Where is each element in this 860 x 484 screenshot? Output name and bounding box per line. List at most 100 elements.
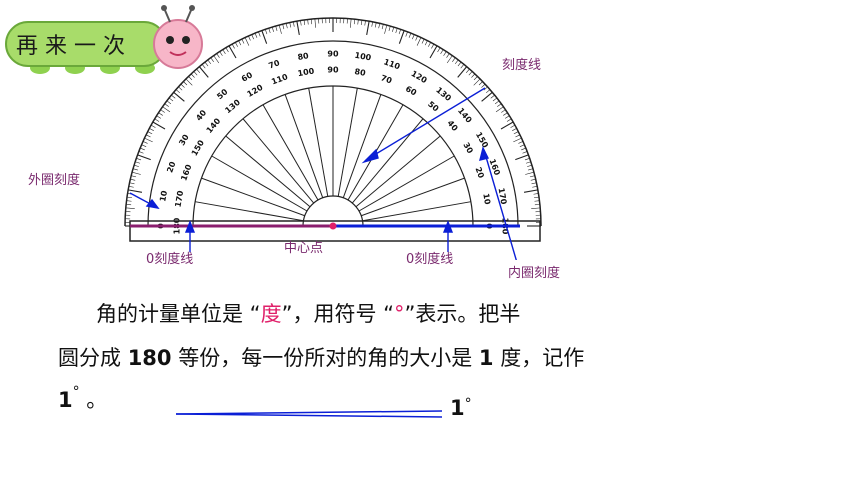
tick-mark	[533, 193, 539, 195]
tick-mark	[285, 23, 288, 29]
tick-mark	[371, 21, 373, 27]
tick-mark	[134, 164, 139, 167]
tick-mark	[198, 66, 209, 78]
scale-ray	[361, 177, 465, 217]
tick-mark	[196, 68, 201, 73]
tick-mark	[296, 21, 300, 36]
tick-mark	[185, 78, 193, 86]
one-degree-label: 1°	[450, 396, 472, 420]
tick-mark	[428, 42, 431, 47]
tick-mark	[531, 182, 537, 185]
tick-mark	[275, 25, 278, 31]
tick-mark	[201, 64, 206, 69]
inner-scale-number: 90	[327, 66, 339, 75]
tick-mark	[183, 81, 188, 86]
tick-mark	[307, 19, 309, 25]
tick-mark	[457, 61, 462, 67]
tick-mark	[219, 51, 223, 56]
tick-mark	[129, 182, 135, 185]
tick-mark	[529, 175, 535, 178]
inner-scale-number: 130	[223, 97, 242, 115]
tick-mark	[460, 64, 465, 69]
tick-mark	[175, 89, 180, 94]
tick-mark	[126, 200, 132, 202]
outer-scale-number: 110	[382, 57, 401, 71]
tick-mark	[366, 21, 370, 36]
tick-mark	[210, 57, 214, 62]
text-line-1: 角的计量单位是 “度”，用符号 “°”表示。把半	[96, 298, 520, 328]
tick-mark	[440, 49, 444, 55]
tick-mark	[126, 203, 132, 206]
tick-mark	[235, 42, 238, 47]
demo-deg: °	[464, 396, 472, 412]
tick-mark	[374, 22, 377, 28]
tick-mark	[258, 31, 261, 37]
tick-mark	[521, 147, 526, 151]
tick-mark	[180, 83, 185, 88]
tick-mark	[364, 20, 366, 26]
tick-mark	[534, 203, 540, 206]
tick-mark	[501, 109, 506, 113]
text-line3-deg: °	[72, 384, 80, 400]
tick-mark	[481, 83, 486, 88]
tick-mark	[478, 81, 483, 86]
label-outer-scale: 外圈刻度	[28, 173, 81, 188]
tick-mark	[473, 78, 481, 86]
tick-mark	[415, 35, 418, 41]
tick-mark	[173, 91, 185, 102]
tick-mark	[222, 49, 226, 55]
tick-mark	[268, 28, 271, 34]
tick-mark	[412, 34, 415, 40]
outer-scale-number: 60	[240, 70, 255, 84]
center-point-dot	[329, 222, 337, 230]
outer-scale-number: 20	[165, 160, 177, 174]
outer-scale-number: 170	[497, 187, 509, 205]
pointer-inner-scale	[483, 149, 517, 260]
pointer-scale-line-head	[361, 148, 379, 164]
text-line-2: 圆分成 180 等份，每一份所对的角的大小是 1 度，记作	[58, 342, 584, 372]
scale-ray	[308, 88, 329, 197]
inner-scale-number: 150	[190, 138, 206, 157]
tick-mark	[149, 128, 154, 131]
tick-mark	[207, 59, 212, 65]
tick-mark	[492, 97, 498, 102]
tick-mark	[244, 37, 250, 46]
tick-mark	[141, 144, 147, 147]
pointer-zero-right-head	[442, 220, 454, 233]
text-line2-c: 度，记作	[493, 346, 585, 370]
tick-mark	[278, 25, 282, 34]
text-180: 180	[127, 346, 172, 370]
tick-mark	[131, 175, 137, 178]
tick-mark	[405, 31, 408, 37]
tick-mark	[518, 141, 524, 144]
tick-mark	[503, 112, 508, 116]
text-line3-one: 1	[58, 388, 73, 412]
tick-mark	[140, 147, 145, 151]
tick-mark	[398, 30, 405, 44]
scale-ray	[262, 104, 319, 201]
tick-mark	[522, 151, 528, 154]
tick-mark	[178, 86, 183, 91]
tick-mark	[231, 43, 235, 49]
outer-scale-number: 90	[327, 50, 339, 59]
tick-mark	[261, 30, 268, 44]
tick-mark	[241, 38, 245, 44]
tick-mark	[154, 118, 160, 122]
caterpillar-badge: 再 来 一 次	[5, 5, 203, 74]
tick-mark	[271, 27, 274, 32]
tick-mark	[190, 73, 195, 78]
tick-mark	[388, 25, 391, 31]
text-line1-b: ”，用符号 “	[281, 302, 394, 326]
tick-mark	[142, 141, 148, 144]
text-degree-word: 度	[260, 302, 282, 326]
tick-mark	[136, 157, 142, 161]
scale-ray	[358, 155, 455, 212]
label-scale-line: 刻度线	[502, 58, 542, 73]
inner-scale-number: 120	[246, 83, 265, 99]
inner-scale-number: 140	[205, 116, 223, 135]
tick-mark	[171, 94, 176, 99]
tick-mark	[457, 66, 468, 78]
tick-mark	[395, 28, 398, 34]
tick-mark	[378, 23, 381, 29]
outer-scale-number: 140	[456, 106, 474, 125]
